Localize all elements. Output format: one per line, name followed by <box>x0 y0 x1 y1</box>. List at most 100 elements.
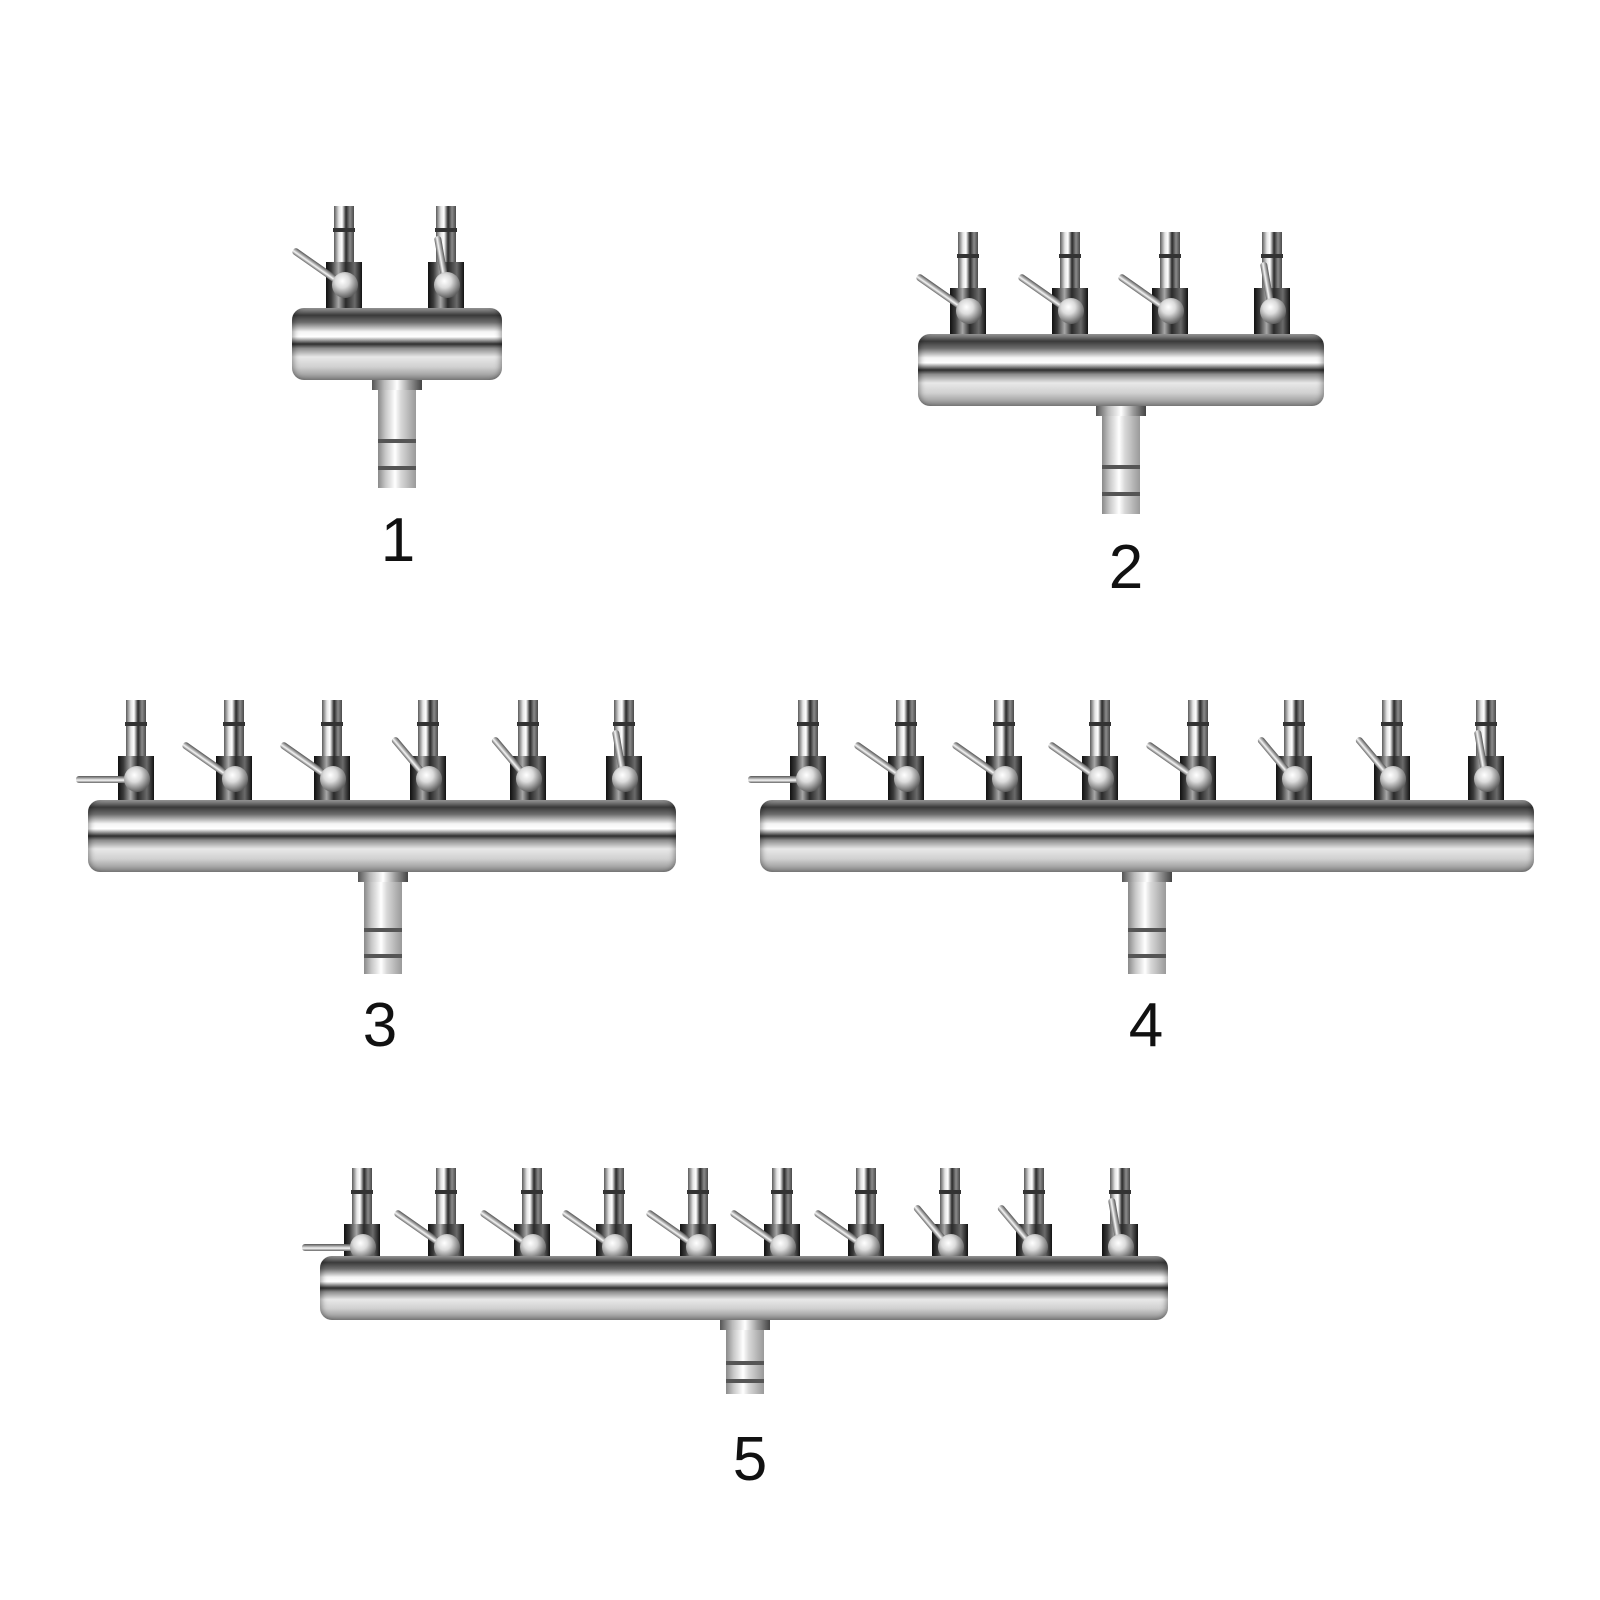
manifold-tube <box>88 800 676 872</box>
valve-knob <box>612 766 638 792</box>
valve-knob <box>124 766 150 792</box>
valve-knob <box>770 1234 796 1260</box>
valve-knob <box>516 766 542 792</box>
hose-nozzle <box>1381 700 1403 758</box>
variant-number-label: 3 <box>362 991 398 1060</box>
valve <box>1256 700 1316 804</box>
valve <box>853 700 928 804</box>
valve <box>1047 700 1122 804</box>
valve-knob <box>1108 1234 1134 1260</box>
manifold-tube <box>320 1256 1168 1320</box>
valve <box>996 1168 1056 1260</box>
valve-knob <box>992 766 1018 792</box>
hose-nozzle <box>1059 232 1081 290</box>
valve <box>1464 700 1508 804</box>
valve <box>1117 232 1192 338</box>
valve <box>1017 232 1092 338</box>
valve-knob <box>894 766 920 792</box>
valve-knob <box>854 1234 880 1260</box>
hose-nozzle <box>417 700 439 758</box>
valve <box>645 1168 720 1260</box>
valve <box>424 206 468 312</box>
variant-number-label: 5 <box>732 1425 768 1494</box>
barb-ring <box>378 466 416 470</box>
valve-knob <box>434 272 460 298</box>
valve-knob <box>520 1234 546 1260</box>
valve <box>915 232 990 338</box>
valve <box>748 700 830 804</box>
valve-knob <box>602 1234 628 1260</box>
manifold-tube <box>918 334 1324 406</box>
barb-ring <box>726 1379 764 1383</box>
valve-knob <box>1088 766 1114 792</box>
air-inlet-nozzle <box>372 380 422 488</box>
valve-knob <box>796 766 822 792</box>
hose-nozzle <box>435 1168 457 1226</box>
hose-nozzle <box>223 700 245 758</box>
valve-knob <box>332 272 358 298</box>
valve-knob <box>434 1234 460 1260</box>
valve <box>279 700 354 804</box>
valve <box>1145 700 1220 804</box>
valve-knob <box>1380 766 1406 792</box>
barb-ring <box>1102 465 1140 469</box>
valve-knob <box>686 1234 712 1260</box>
hose-nozzle <box>771 1168 793 1226</box>
valve-knob <box>956 298 982 324</box>
valve <box>561 1168 636 1260</box>
valve-knob <box>1282 766 1308 792</box>
valve-knob <box>1058 298 1084 324</box>
valve-knob <box>222 766 248 792</box>
variant-number-label: 2 <box>1108 533 1144 602</box>
valve <box>302 1168 384 1260</box>
hose-nozzle <box>1283 700 1305 758</box>
barb-ring <box>364 954 402 958</box>
valve-knob <box>1260 298 1286 324</box>
hose-nozzle <box>1159 232 1181 290</box>
valve <box>76 700 158 804</box>
valve <box>912 1168 972 1260</box>
hose-nozzle <box>957 232 979 290</box>
valve <box>1354 700 1414 804</box>
hose-nozzle <box>603 1168 625 1226</box>
valve-knob <box>1158 298 1184 324</box>
barb-ring <box>364 928 402 932</box>
valve <box>602 700 646 804</box>
valve-knob <box>1186 766 1212 792</box>
valve <box>393 1168 468 1260</box>
barb-ring <box>726 1361 764 1365</box>
barb-ring <box>1128 954 1166 958</box>
valve <box>729 1168 804 1260</box>
hose-nozzle <box>333 206 355 264</box>
variant-number-label: 1 <box>380 506 416 575</box>
hose-nozzle <box>521 1168 543 1226</box>
hose-nozzle <box>1187 700 1209 758</box>
hose-nozzle <box>855 1168 877 1226</box>
hose-nozzle <box>895 700 917 758</box>
valve-knob <box>416 766 442 792</box>
barb-ring <box>1102 492 1140 496</box>
air-inlet-nozzle <box>720 1320 770 1394</box>
air-inlet-nozzle <box>1122 872 1172 974</box>
valve <box>1250 232 1294 338</box>
valve <box>951 700 1026 804</box>
valve-knob <box>938 1234 964 1260</box>
hose-nozzle <box>1023 1168 1045 1226</box>
hose-nozzle <box>125 700 147 758</box>
hose-nozzle <box>687 1168 709 1226</box>
valve <box>181 700 256 804</box>
valve <box>490 700 550 804</box>
valve-knob <box>320 766 346 792</box>
valve-knob <box>1022 1234 1048 1260</box>
hose-nozzle <box>1089 700 1111 758</box>
valve <box>291 206 366 312</box>
hose-nozzle <box>351 1168 373 1226</box>
variant-number-label: 4 <box>1128 991 1164 1060</box>
manifold-tube <box>760 800 1534 872</box>
valve-knob <box>1474 766 1500 792</box>
barb-ring <box>378 439 416 443</box>
hose-nozzle <box>321 700 343 758</box>
valve <box>1098 1168 1142 1260</box>
hose-nozzle <box>797 700 819 758</box>
valve <box>479 1168 554 1260</box>
